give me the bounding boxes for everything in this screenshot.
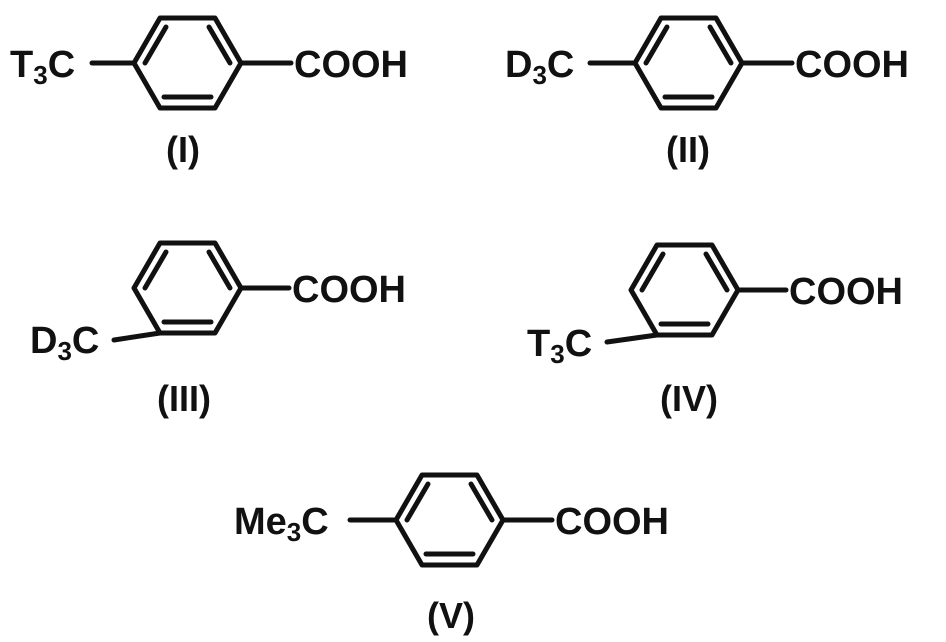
benzene-ring-ii: [632, 15, 745, 111]
substituent-i: T3C: [10, 44, 75, 90]
carboxyl-label-v: COOH: [555, 501, 669, 543]
caption-ii: (II): [666, 129, 710, 170]
substituent-v: Me3C: [234, 501, 329, 547]
bond-left-iii: [111, 330, 163, 343]
benzene-ring-i: [131, 15, 244, 111]
molecule-ii: D3C COOH (II): [505, 15, 909, 170]
substituent-iv: T3C: [527, 323, 592, 369]
molecule-iv: T3C COOH (IV): [527, 242, 903, 419]
molecule-i: T3C COOH (I): [10, 15, 408, 170]
caption-iii: (III): [157, 378, 211, 419]
benzene-ring-iii: [131, 240, 244, 336]
carboxyl-label-iii: COOH: [292, 269, 406, 311]
carboxyl-label-iv: COOH: [789, 271, 903, 313]
carboxyl-label-ii: COOH: [795, 44, 909, 86]
molecule-v: Me3C COOH (V): [234, 472, 669, 636]
caption-iv: (IV): [660, 378, 718, 419]
substituent-ii: D3C: [505, 44, 574, 90]
substituent-iii: D3C: [30, 320, 99, 366]
carboxyl-label-i: COOH: [294, 44, 408, 86]
molecule-iii: D3C COOH (III): [30, 240, 406, 419]
caption-v: (V): [427, 595, 475, 636]
bond-left-iv: [604, 332, 660, 345]
caption-i: (I): [166, 129, 200, 170]
benzene-ring-v: [393, 472, 506, 568]
benzene-ring-iv: [628, 242, 741, 338]
